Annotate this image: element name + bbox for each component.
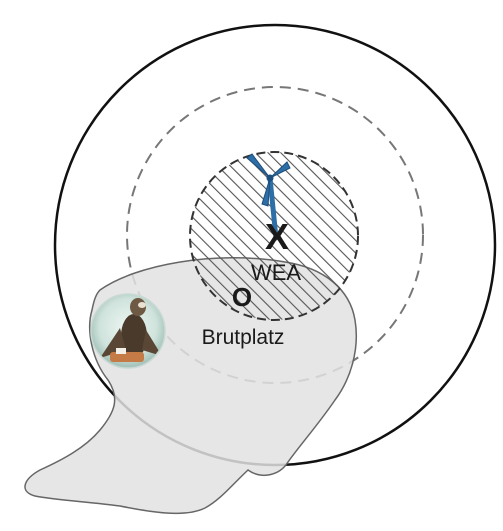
turbine-marker-x: X bbox=[265, 216, 289, 257]
turbine-label: WEA bbox=[251, 260, 301, 285]
eagle-photo-icon bbox=[91, 294, 165, 368]
nest-marker-o: O bbox=[232, 282, 252, 312]
nest-label: Brutplatz bbox=[202, 326, 285, 349]
